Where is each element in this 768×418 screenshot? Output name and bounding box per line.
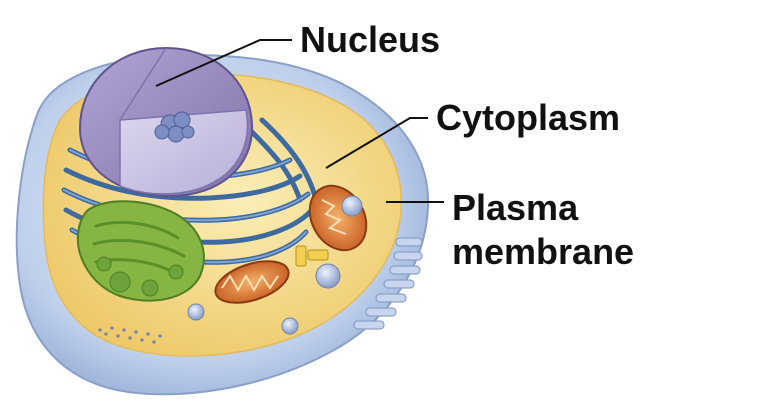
label-cytoplasm: Cytoplasm xyxy=(436,97,621,138)
leader-line-nucleus xyxy=(155,39,292,87)
centrioles xyxy=(295,245,329,267)
nucleus xyxy=(78,46,254,198)
vesicles xyxy=(187,195,363,335)
leader-lines xyxy=(155,39,444,203)
label-plasma-membrane-line2: membrane xyxy=(452,231,635,272)
nucleolus xyxy=(154,111,195,143)
ribosome-cluster xyxy=(98,326,162,344)
label-nucleus: Nucleus xyxy=(300,19,441,60)
mitochondrion-2 xyxy=(214,260,290,304)
label-plasma-membrane: Plasma membrane xyxy=(452,186,634,274)
golgi-apparatus xyxy=(76,200,205,302)
leader-line-cytoplasm xyxy=(325,117,428,169)
label-plasma-membrane-line1: Plasma xyxy=(452,187,579,228)
microvilli xyxy=(353,237,423,330)
